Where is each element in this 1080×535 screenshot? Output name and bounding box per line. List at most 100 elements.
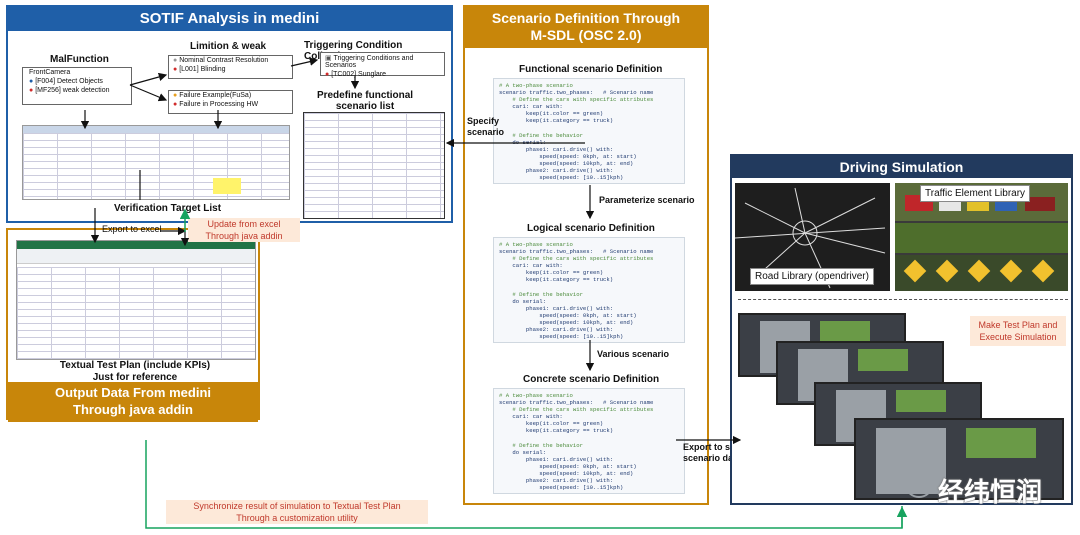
error-icon: ●: [29, 87, 34, 94]
code-line: phase1: car1.drive() with:: [525, 455, 614, 463]
export-to-excel-label: Export to excel: [102, 224, 162, 234]
malfunction-item: ● [F004] Detect Objects: [29, 78, 103, 85]
code-line: do serial:: [512, 448, 546, 456]
output-panel: Textual Test Plan (include KPIs) Just fo…: [6, 228, 260, 422]
update-from-excel-note: Update from excel Through java addin: [188, 218, 300, 242]
code-line: keep(it.color == green): [525, 110, 604, 118]
sync-note: Synchronize result of simulation to Text…: [166, 500, 428, 524]
code-line: phase1: car1.drive() with:: [525, 304, 614, 312]
code-line: # A two-phase scenario: [499, 82, 573, 89]
concrete-code: # A two-phase scenario scenario traffic.…: [493, 388, 685, 494]
road-library-label: Road Library (opendriver): [750, 268, 874, 285]
sotif-panel: SOTIF Analysis in medini MalFunction Fro…: [6, 5, 453, 223]
functional-title: Functional scenario Definition: [519, 64, 663, 75]
various-label: Various scenario: [597, 349, 670, 359]
code-line: phase2: car1.drive() with:: [525, 167, 614, 175]
circle-icon: ●: [173, 57, 178, 64]
code-line: speed(speed: [10..15]kph): [499, 174, 624, 182]
logical-code: # A two-phase scenario scenario traffic.…: [493, 237, 685, 343]
msdl-panel: Scenario Definition Through M-SDL (OSC 2…: [463, 5, 709, 505]
yellow-car-icon: [967, 199, 989, 211]
highlight-cell: [213, 178, 241, 194]
excel-sheet: [17, 267, 255, 359]
code-line: scenario traffic.two_phases: # Scenario …: [499, 248, 654, 256]
warning-icon: ●: [173, 92, 178, 99]
code-line: # Define the cars with specific attribut…: [512, 255, 654, 263]
error-icon: ●: [325, 71, 330, 78]
checkbox-icon: ▣: [325, 55, 332, 62]
code-line: speed(speed: [10..15]kph): [499, 333, 624, 341]
code-line: do serial:: [512, 297, 546, 305]
excel-ribbon: [17, 249, 255, 264]
bus-icon: [1025, 197, 1055, 211]
code-line: # Define the cars with specific attribut…: [512, 406, 654, 414]
concrete-title: Concrete scenario Definition: [523, 374, 660, 385]
code-line: # Define the cars with specific attribut…: [512, 96, 654, 104]
make-test-plan-note: Make Test Plan and Execute Simulation: [970, 316, 1066, 346]
error-icon: ●: [173, 101, 178, 108]
code-line: # A two-phase scenario: [499, 392, 573, 399]
code-line: speed(speed: 10kph, at: end): [539, 160, 634, 168]
arrow: [290, 57, 319, 67]
code-line: keep(it.color == green): [525, 269, 604, 277]
limitation-item: ● [L001] Blinding: [173, 66, 226, 73]
code-line: car1: car with:: [512, 413, 563, 421]
code-line: scenario traffic.two_phases: # Scenario …: [499, 89, 654, 97]
code-line: # Define the behavior: [512, 131, 583, 139]
simulation-title: Driving Simulation: [732, 156, 1071, 178]
limitation-box-2: ● Failure Example(FuSa) ● Failure in Pro…: [168, 90, 293, 114]
code-line: keep(it.category == truck): [525, 427, 614, 435]
malfunction-box: FrontCamera ● [F004] Detect Objects ● [M…: [22, 67, 132, 105]
msdl-title: Scenario Definition Through M-SDL (OSC 2…: [465, 7, 707, 48]
malfunction-title: MalFunction: [50, 54, 109, 65]
code-line: scenario traffic.two_phases: # Scenario …: [499, 399, 654, 407]
functional-code: # A two-phase scenario scenario traffic.…: [493, 78, 685, 184]
limitation-title: Limition & weak: [190, 41, 267, 52]
arrow: [129, 84, 168, 102]
code-line: keep(it.color == green): [525, 420, 604, 428]
traffic-element-label: Traffic Element Library: [920, 185, 1031, 202]
output-title: Output Data From medini Through java add…: [8, 382, 258, 422]
code-line: speed(speed: 10kph, at: end): [539, 319, 634, 327]
code-line: phase2: car1.drive() with:: [525, 326, 614, 334]
predefine-title: Predefine functional scenario list: [316, 90, 414, 112]
sync-arrow: [145, 440, 903, 529]
code-line: # Define the behavior: [512, 290, 583, 298]
wechat-icon: [906, 476, 932, 498]
code-line: keep(it.category == truck): [525, 276, 614, 284]
textual-test-plan: Textual Test Plan (include KPIs) Just fo…: [59, 360, 211, 383]
code-line: keep(it.category == truck): [525, 117, 614, 125]
arrow: [129, 72, 168, 86]
white-car-icon: [939, 199, 961, 211]
code-line: car1: car with:: [512, 262, 563, 270]
code-line: speed(speed: 0kph, at: start): [539, 152, 637, 160]
triggering-item: ▣ Triggering Conditions and Scenarios: [325, 55, 414, 69]
code-line: speed(speed: [10..15]kph): [499, 484, 624, 492]
code-line: # A two-phase scenario: [499, 241, 573, 248]
limitation-item: ● Failure Example(FuSa): [173, 92, 252, 99]
logical-title: Logical scenario Definition: [527, 223, 655, 234]
limitation-box-1: ● Nominal Contrast Resolution ● [L001] B…: [168, 55, 293, 79]
excel-titlebar: [17, 241, 255, 249]
excel-window: [16, 240, 256, 360]
simulation-panel: Driving Simulation Road Library (opendri…: [730, 154, 1073, 505]
watermark: 经纬恒润: [938, 477, 1043, 507]
traffic-signs: [895, 255, 1068, 291]
code-line: do serial:: [512, 138, 546, 146]
code-line: car1: car with:: [512, 103, 563, 111]
limitation-item: ● Nominal Contrast Resolution: [173, 57, 269, 64]
blue-car-icon: [995, 199, 1017, 211]
verification-title: Verification Target List: [114, 203, 222, 214]
malfunction-item: ● [MF256] weak detection: [29, 87, 110, 94]
info-icon: ●: [29, 78, 34, 85]
code-line: speed(speed: 0kph, at: start): [539, 311, 637, 319]
code-line: speed(speed: 0kph, at: start): [539, 462, 637, 470]
divider: [738, 299, 1068, 300]
error-icon: ●: [173, 66, 178, 73]
verification-rows: [23, 133, 289, 199]
triggering-item: ● [TC002] Sunglare: [325, 71, 387, 78]
code-line: speed(speed: 10kph, at: end): [539, 470, 634, 478]
code-line: # Define the behavior: [512, 441, 583, 449]
verification-tab-bar: [23, 126, 289, 133]
